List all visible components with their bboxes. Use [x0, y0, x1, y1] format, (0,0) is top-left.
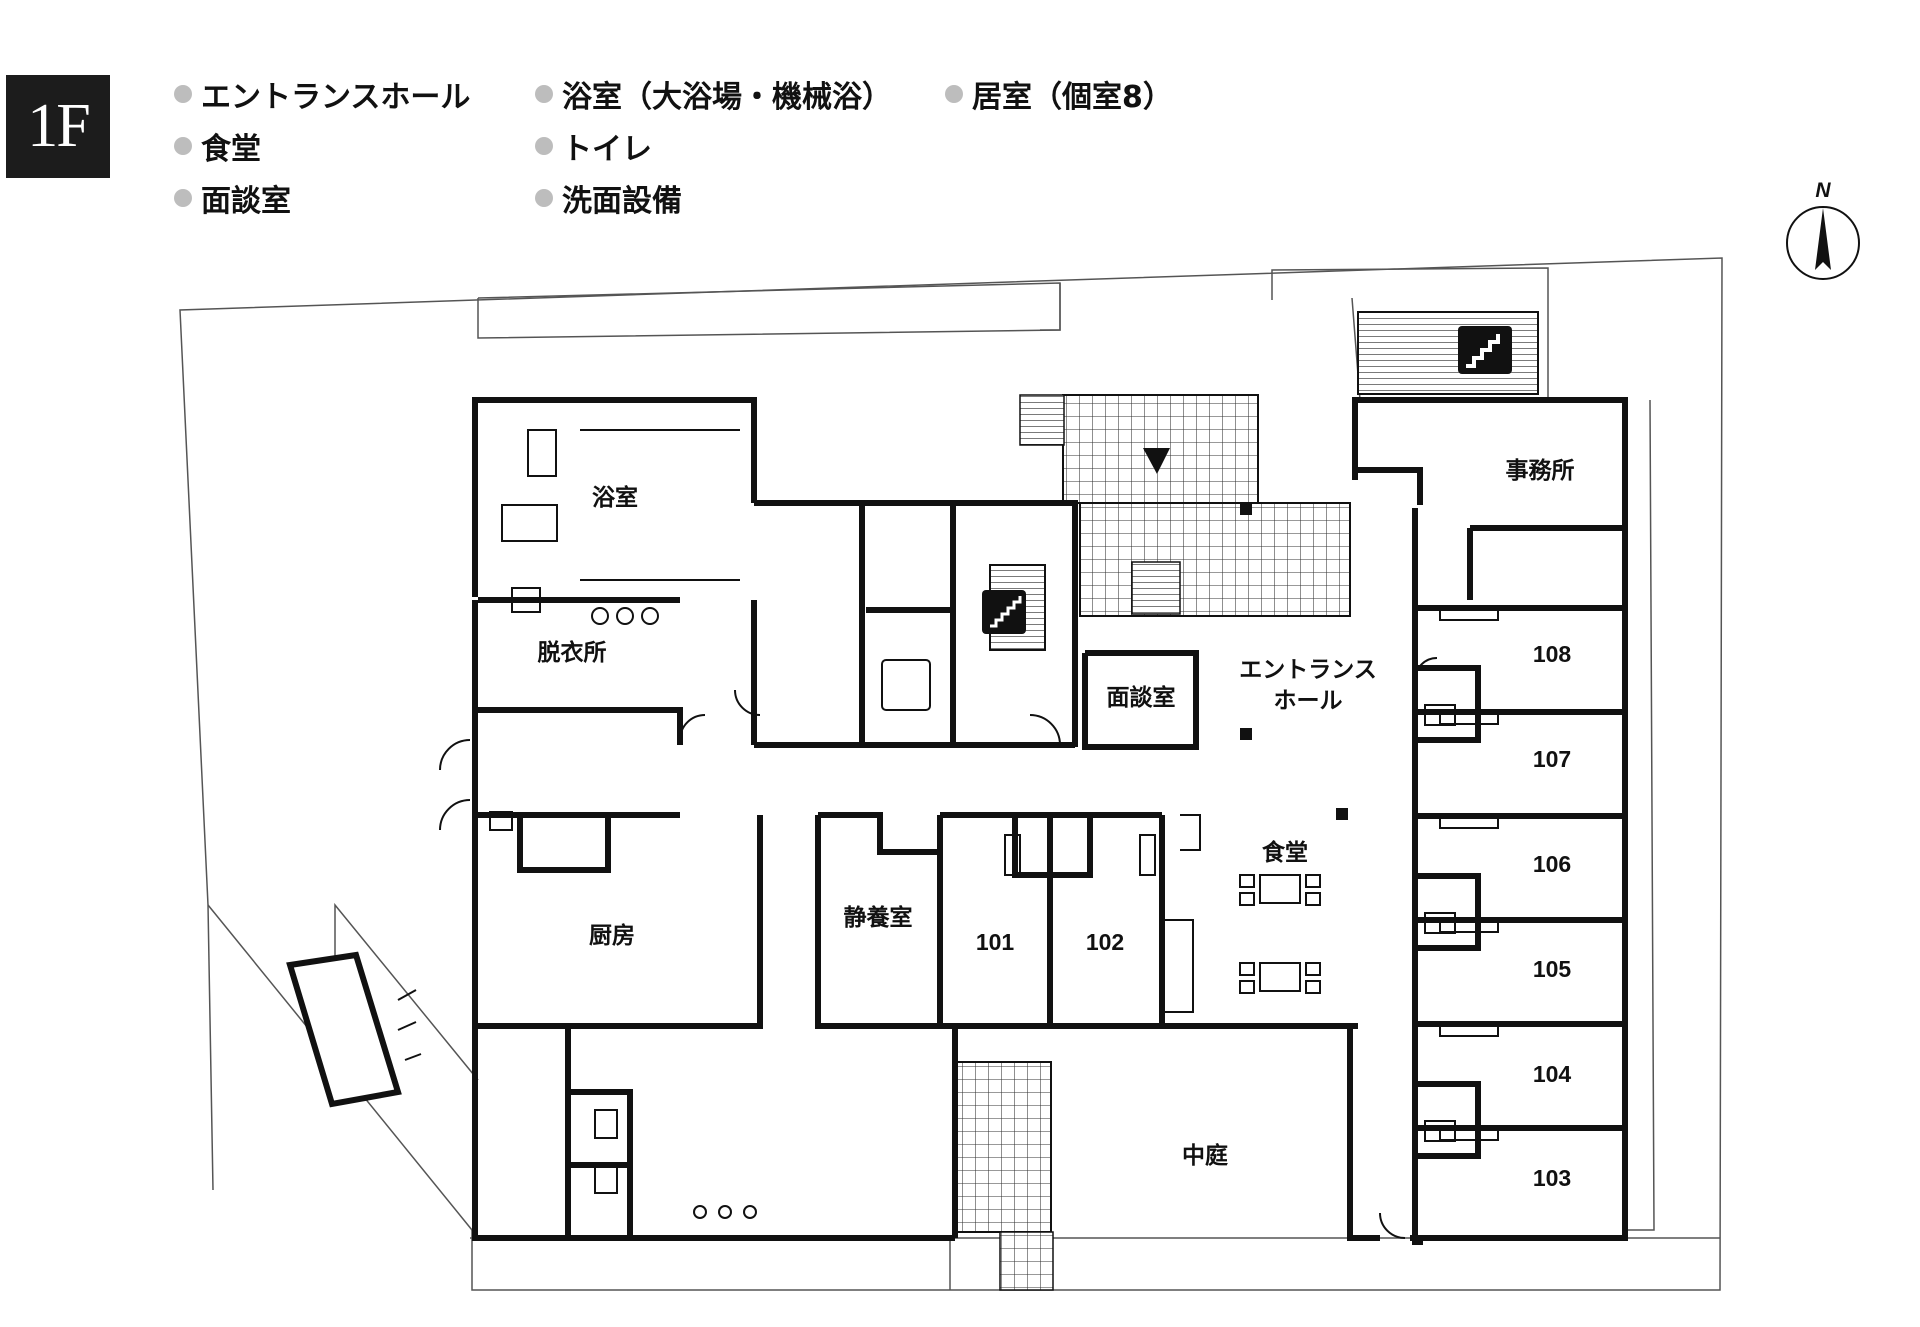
- room-105: 105: [1533, 956, 1572, 982]
- bullet-icon: [174, 85, 192, 103]
- legend-label: 居室（個室8）: [972, 80, 1173, 115]
- legend-item-entrance-hall: エントランスホール: [174, 72, 470, 116]
- room-107: 107: [1533, 746, 1571, 772]
- room-kitchen: 厨房: [589, 922, 635, 949]
- legend-label: エントランスホール: [201, 80, 471, 115]
- site-boundary: [179, 257, 1723, 1291]
- floor-badge: 1F: [6, 75, 110, 178]
- floor-label: 1F: [27, 92, 91, 160]
- legend-item-dining: 食堂: [174, 124, 261, 168]
- entrance-steps: [1019, 394, 1065, 446]
- room-108: 108: [1533, 641, 1572, 667]
- room-101: 101: [976, 929, 1015, 955]
- room-rest: 静養室: [844, 904, 913, 931]
- legend-label: 食堂: [201, 132, 261, 167]
- legend-item-bath: 浴室（大浴場・機械浴）: [535, 72, 892, 116]
- legend-label: トイレ: [562, 132, 652, 167]
- room-bath: 浴室: [592, 484, 638, 511]
- room-dressing: 脱衣所: [538, 639, 607, 666]
- room-hall-line1: エントランス: [1239, 657, 1377, 683]
- room-labels: 浴室 脱衣所 厨房 静養室 101 102 面談室 エントランス ホール 食堂 …: [538, 457, 1575, 1191]
- legend-label: 洗面設備: [562, 184, 682, 219]
- legend-item-rooms: 居室（個室8）: [945, 72, 1173, 116]
- courtyard-path-tiles: [999, 1231, 1054, 1291]
- legend-item-washroom: 洗面設備: [535, 176, 682, 220]
- room-104: 104: [1533, 1061, 1572, 1087]
- room-interview: 面談室: [1107, 684, 1176, 711]
- room-106: 106: [1533, 851, 1571, 877]
- bullet-icon: [535, 137, 553, 155]
- bullet-icon: [535, 189, 553, 207]
- courtyard-tiles: [954, 1061, 1052, 1233]
- porch-steps: [1131, 561, 1181, 615]
- bullet-icon: [535, 85, 553, 103]
- room-office: 事務所: [1506, 457, 1575, 484]
- legend-label: 面談室: [201, 184, 291, 219]
- north-arrow-icon: N: [1786, 179, 1860, 280]
- room-103: 103: [1533, 1165, 1571, 1191]
- bullet-icon: [945, 85, 963, 103]
- room-102: 102: [1086, 929, 1124, 955]
- columns: [1240, 503, 1348, 820]
- entrance-arrow-icon: [1143, 448, 1170, 474]
- legend-label: 浴室（大浴場・機械浴）: [562, 80, 892, 115]
- north-stair-tower: [1357, 311, 1539, 395]
- bullet-icon: [174, 189, 192, 207]
- compass-label: N: [1815, 179, 1831, 202]
- entrance-porch-tiles: [1079, 502, 1351, 617]
- room-hall-line2: ホール: [1274, 688, 1343, 714]
- room-dining: 食堂: [1262, 839, 1308, 866]
- bullet-icon: [174, 137, 192, 155]
- legend-item-toilet: トイレ: [535, 124, 652, 168]
- outdoor-storage: [286, 951, 422, 1108]
- fixtures: [439, 429, 1499, 1239]
- room-courtyard: 中庭: [1182, 1142, 1228, 1169]
- legend-item-interview: 面談室: [174, 176, 291, 220]
